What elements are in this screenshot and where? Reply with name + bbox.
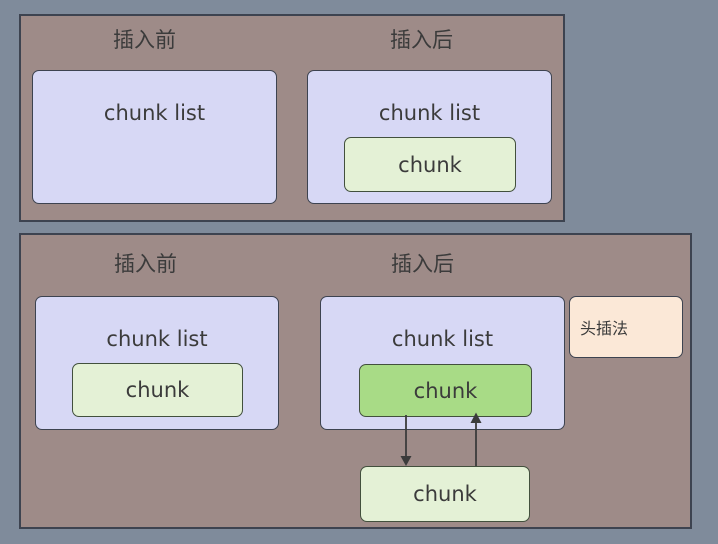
- panel-bottom-heading-before: 插入前: [114, 252, 177, 276]
- panel-top-heading-before: 插入前: [113, 28, 176, 52]
- bottom-before-chunk-list-label: chunk list: [106, 327, 208, 351]
- bottom-after-old-head-chunk-node: chunk: [360, 466, 530, 522]
- panel-empty-list-insertion: 插入前 插入后 chunk list chunk list chunk: [19, 14, 565, 222]
- top-after-chunk-list: chunk list chunk: [307, 70, 552, 204]
- top-before-chunk-list: chunk list: [32, 70, 277, 204]
- top-before-chunk-list-label: chunk list: [103, 101, 206, 125]
- top-after-chunk-node: chunk: [344, 137, 516, 192]
- bottom-before-chunk-list: chunk list chunk: [35, 296, 279, 430]
- bottom-after-chunk-list: chunk list chunk: [320, 296, 565, 430]
- panel-non-empty-list-insertion: 插入前 插入后 chunk list chunk chunk list chun…: [19, 233, 692, 529]
- bottom-after-new-head-chunk-node: chunk: [359, 364, 532, 417]
- panel-top-heading-after: 插入后: [390, 28, 453, 52]
- head-insertion-note: 头插法: [569, 296, 683, 358]
- bottom-after-chunk-list-label: chunk list: [391, 327, 494, 351]
- top-after-chunk-list-label: chunk list: [378, 101, 481, 125]
- panel-bottom-heading-after: 插入后: [391, 252, 454, 276]
- bottom-before-chunk-node: chunk: [72, 363, 243, 417]
